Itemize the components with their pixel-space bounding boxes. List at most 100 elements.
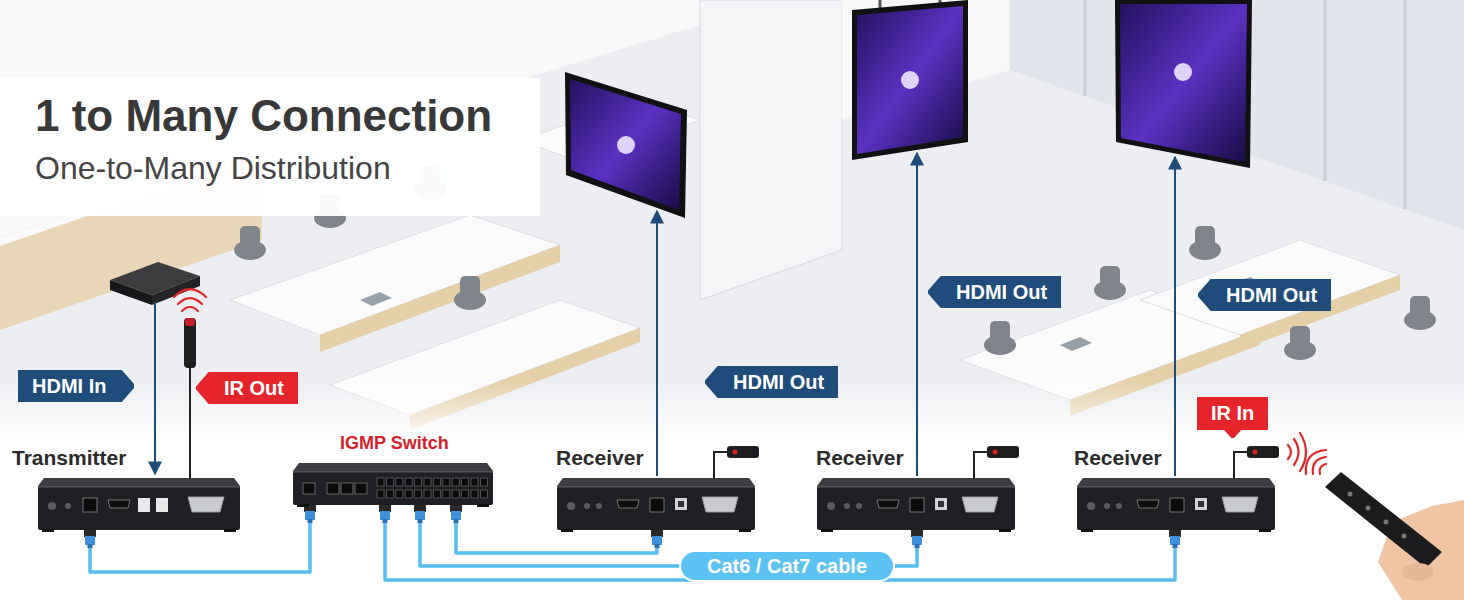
transmitter-device [138,498,150,512]
rj45-plug [1170,536,1180,545]
rj45-plug [418,519,423,523]
receiver-device [1077,486,1275,530]
signal-arrow [154,302,156,474]
receiver-device [739,529,751,532]
receiver-device [817,478,1015,530]
remote-control [1348,492,1353,497]
tv-screen [617,136,635,154]
ir-receiver [714,433,1306,478]
port-tag: IR Out [196,372,298,404]
receiver-device [817,486,1015,530]
receiver-device [1222,497,1258,512]
cable-label: Cat6 / Cat7 cable [679,550,895,582]
ir-receiver [1288,433,1306,471]
switch-device [327,483,339,494]
switch-device [480,490,487,498]
rj45-plug [450,502,462,523]
switch-device [293,463,493,505]
signal-arrow [916,153,918,476]
transmitter-device [38,478,240,530]
port-tag: IR In [1197,397,1268,438]
transmitter-device [38,486,240,488]
remote-control [1325,472,1442,568]
transmitter-device [48,502,56,510]
switch-device [424,478,431,486]
office-floor [1084,0,1087,96]
office-chair [1195,226,1215,246]
office-floor [1404,0,1407,209]
receiver-device [557,486,755,530]
tag-text: HDMI Out [1226,279,1317,311]
remote-control [1384,520,1389,525]
tag-shape [1197,397,1268,438]
switch-device [424,490,431,498]
rj45-plug [915,544,920,548]
office-floor [0,0,710,238]
rj45-plug [414,502,426,523]
signal-arrow [656,211,658,476]
office-floor [0,0,1464,440]
ir-receiver [1288,445,1291,459]
rj45-plug [383,519,388,523]
port-tag: HDMI In [18,370,134,402]
tv-screen [1115,0,1252,168]
switch-device [396,478,403,486]
ir-emitter [174,289,206,297]
receiver-device [617,500,639,508]
rj45-plug [911,527,923,548]
ir-receiver [1253,450,1258,455]
device-heading: Receiver [556,446,644,470]
switch-device [433,490,440,498]
tv-screen [565,72,687,218]
transmitter-device [188,497,224,512]
switch-device [293,471,493,473]
receiver-device [678,501,684,507]
office-chair [990,321,1010,341]
receiver-device [557,478,755,530]
source-player [110,280,152,305]
rj45-plug [84,527,96,548]
ir-receiver [1234,452,1247,478]
switch-device [293,463,493,471]
switch-device [396,490,403,498]
office-floor [1140,240,1400,335]
receiver-device [1087,502,1095,510]
office-floor [0,0,1464,440]
rj45-plug [1169,527,1181,548]
receiver-device [702,497,738,512]
ir-receiver [974,452,987,478]
receiver-device [1116,503,1122,509]
receiver-device [962,497,998,512]
rj45-plug [380,511,390,520]
ir-emitter [182,307,198,311]
source-player [152,276,200,305]
switch-device [355,483,367,494]
tag-shape [705,366,838,398]
receiver-device [1077,478,1275,486]
rj45-plug [655,544,660,548]
switch-device [471,478,478,486]
tag-text: HDMI In [32,370,106,402]
receiver-device [844,503,850,509]
remote-control [1306,450,1326,474]
tag-text: HDMI Out [733,366,824,398]
switch-device [443,478,450,486]
rj45-plug [308,519,313,523]
device-heading: IGMP Switch [340,433,449,454]
tv-screen [1174,63,1192,81]
receiver-device [821,529,833,532]
receiver-device [1170,498,1184,512]
rj45-plug [651,527,663,548]
receiver-device [1081,529,1093,532]
ir-receiver [993,450,998,455]
switch-device [293,471,493,505]
cable-label-text: Cat6 / Cat7 cable [707,552,867,580]
switch-device [415,490,422,498]
tv-screen [901,71,919,89]
network-cable [385,505,1175,580]
receiver-device [817,486,1015,488]
subtitle-box: One-to-Many Distribution [35,150,391,187]
receiver-device [650,498,664,512]
remote-control [1313,457,1326,474]
